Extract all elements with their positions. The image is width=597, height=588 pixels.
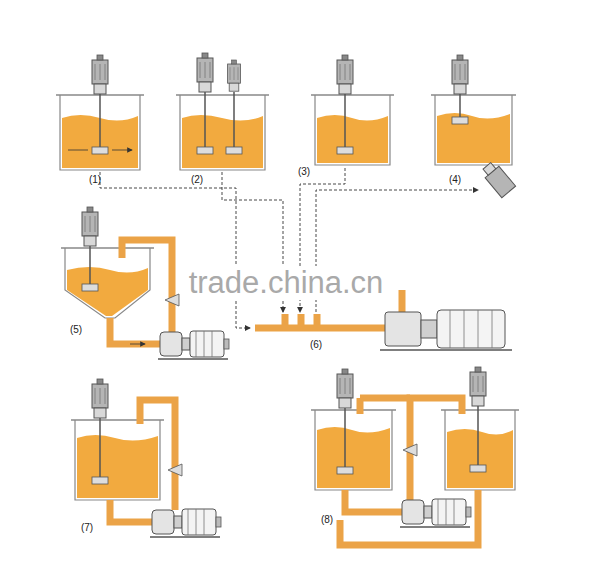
callout-number: (5) <box>70 324 82 336</box>
callout-number: (7) <box>81 522 93 534</box>
callout-number: (2) <box>191 174 203 186</box>
callout-number: (4) <box>449 174 461 186</box>
callout-number: (8) <box>321 514 333 526</box>
callout-number: (3) <box>298 166 310 178</box>
callout-number: (6) <box>310 339 322 351</box>
watermark: trade.china.cn <box>187 266 386 300</box>
callout-number: (1) <box>89 174 101 186</box>
